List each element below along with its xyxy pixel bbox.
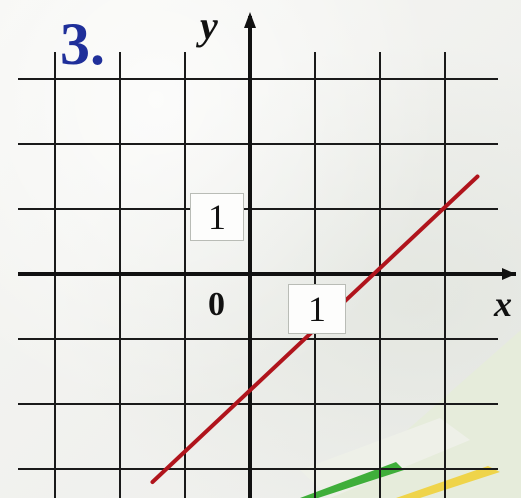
problem-number: 3. xyxy=(60,11,105,77)
y-axis-label: y xyxy=(200,3,218,48)
stationery-decoration xyxy=(300,330,521,498)
y-axis-arrow xyxy=(244,12,256,28)
axes xyxy=(18,12,516,498)
origin-label: 0 xyxy=(208,286,225,323)
y-unit-label: 1 xyxy=(190,193,244,241)
x-unit-label: 1 xyxy=(288,284,346,334)
x-axis-label: x xyxy=(494,284,512,324)
x-axis-arrow xyxy=(502,268,516,280)
